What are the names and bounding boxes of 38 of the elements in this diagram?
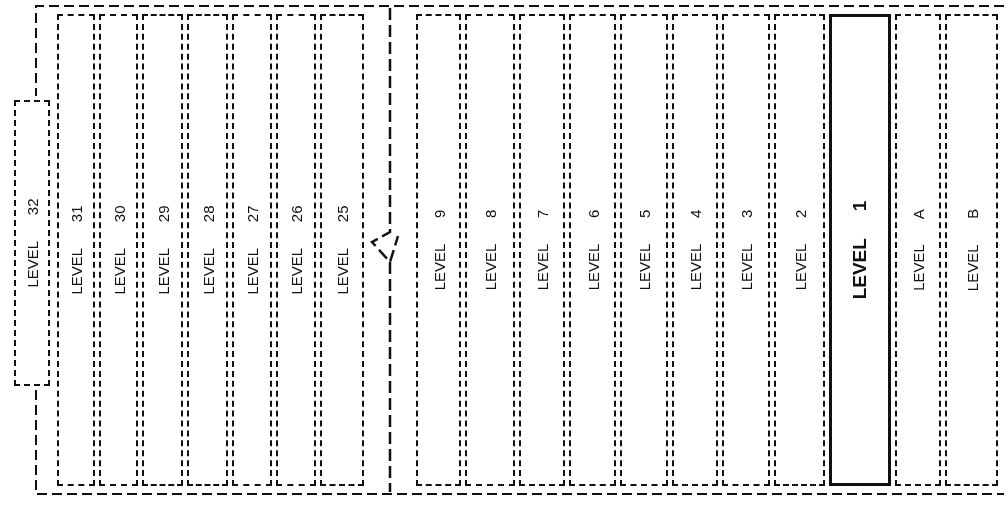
level-label: LEVEL 30 (110, 205, 127, 295)
level-label: LEVEL 27 (243, 205, 261, 295)
level-label: LEVEL 5 (635, 209, 653, 291)
floor-outline (620, 14, 668, 486)
floor-outline (320, 14, 364, 486)
level-label: LEVEL 6 (584, 209, 601, 291)
level-label: LEVEL 1 (849, 200, 871, 300)
level-label: LEVEL 25 (333, 205, 351, 295)
level-label: LEVEL 4 (686, 209, 704, 291)
floor-outline (232, 14, 272, 486)
floor-outline (416, 14, 461, 486)
level-label: LEVEL 7 (533, 209, 551, 291)
level-label: LEVEL 26 (287, 205, 305, 295)
level-label: LEVEL 32 (23, 198, 41, 288)
floor-outline (276, 14, 316, 486)
floor-outline (187, 14, 228, 486)
floor-outline (672, 14, 718, 486)
floor-outline (569, 14, 616, 486)
floor-outline (722, 14, 770, 486)
floor-outline (895, 14, 941, 486)
floor-outline (774, 14, 825, 486)
floor-outline (14, 100, 50, 386)
floor-outline (519, 14, 565, 486)
level-label: LEVEL 29 (154, 205, 171, 295)
level-label: LEVEL 2 (791, 209, 808, 291)
level-label: LEVEL 8 (481, 209, 499, 291)
level-label: LEVEL A (909, 209, 927, 291)
level-label: LEVEL 31 (67, 205, 85, 295)
level-label: LEVEL 3 (737, 209, 755, 291)
floor-outline (142, 14, 183, 486)
level-label: LEVEL 28 (199, 205, 216, 295)
floor-outline (57, 14, 95, 486)
floor-slab (829, 14, 891, 486)
level-label: LEVEL 9 (430, 209, 447, 291)
floor-outline (465, 14, 515, 486)
floor-outline (99, 14, 138, 486)
floor-outline (945, 14, 998, 486)
level-label: LEVEL B (963, 208, 980, 292)
